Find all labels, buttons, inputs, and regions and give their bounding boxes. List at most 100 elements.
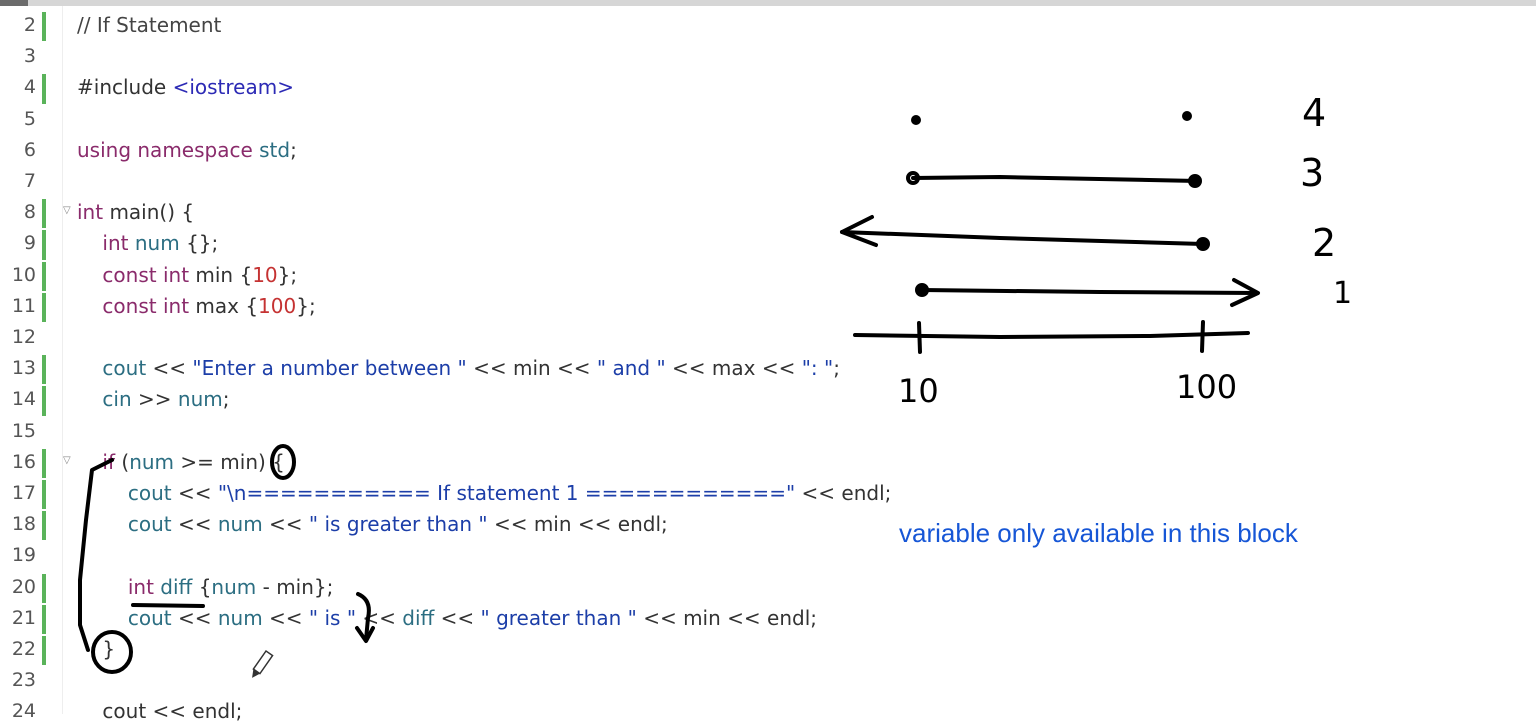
code-token: >= min) {	[174, 449, 285, 474]
row1-ray	[920, 288, 1258, 295]
line-number: 3	[23, 45, 36, 68]
row2-ray	[840, 230, 1205, 246]
code-token: max {	[195, 293, 259, 318]
window-top-bar	[0, 0, 1536, 6]
code-token: (	[121, 449, 130, 474]
code-token: <<	[262, 512, 309, 537]
row-label-1: 1	[1333, 276, 1352, 311]
change-marker	[42, 230, 46, 260]
code-token: #include	[77, 75, 173, 100]
fold-toggle-icon[interactable]: ▽	[63, 205, 71, 217]
line-number: 23	[11, 669, 36, 692]
change-marker	[42, 604, 46, 634]
change-marker	[42, 448, 46, 478]
code-token: num	[129, 449, 175, 474]
change-marker	[42, 480, 46, 510]
code-token: int	[77, 200, 110, 225]
pencil-cursor-icon	[252, 649, 274, 678]
code-line[interactable]: if (num >= min) {	[77, 447, 285, 478]
code-line[interactable]: cout << num << " is " << diff << " great…	[77, 603, 817, 634]
code-line[interactable]: cin >> num;	[77, 384, 229, 415]
line-number: 13	[11, 357, 36, 380]
code-token: ;	[222, 387, 230, 412]
line-number: 10	[11, 263, 36, 286]
number-line	[853, 331, 1250, 339]
code-token: {};	[186, 231, 219, 256]
tick-100	[1200, 320, 1205, 353]
code-line[interactable]: }	[77, 634, 115, 665]
scope-bracket	[78, 458, 114, 652]
change-marker	[42, 292, 46, 322]
code-line[interactable]: cout << "\n=========== If statement 1 ==…	[77, 478, 892, 509]
code-line[interactable]: const int min {10};	[77, 260, 297, 291]
code-token: <<	[262, 605, 309, 630]
code-token: cout	[77, 605, 178, 630]
code-token: << max <<	[665, 356, 802, 381]
code-token: << min << endl;	[487, 512, 668, 537]
code-token: <<	[434, 605, 481, 630]
tick-label-100: 100	[1176, 368, 1237, 406]
arrow-down-head	[355, 626, 375, 643]
change-marker	[42, 355, 46, 385]
code-token: const int	[77, 293, 196, 318]
code-token: << min <<	[466, 356, 597, 381]
line-number: 19	[11, 544, 36, 567]
code-line[interactable]: cout << num << " is greater than " << mi…	[77, 509, 668, 540]
code-line[interactable]: int num {};	[77, 228, 218, 259]
row4-dot-right	[1182, 111, 1192, 121]
code-token: num	[217, 605, 263, 630]
code-token: };	[277, 262, 298, 287]
tick-label-10: 10	[898, 372, 939, 410]
row1-arrowhead	[1230, 278, 1260, 307]
code-token: };	[296, 293, 316, 318]
code-token: main() {	[109, 200, 195, 225]
line-number: 11	[11, 294, 36, 317]
code-token: cout	[77, 356, 153, 381]
code-token: num	[217, 512, 263, 537]
code-line[interactable]: // If Statement	[77, 10, 221, 41]
row-label-4: 4	[1302, 91, 1326, 135]
code-token: cout	[77, 512, 178, 537]
circle-open-brace	[270, 444, 296, 480]
row4-dot-left	[911, 115, 921, 125]
code-token: " is greater than "	[308, 512, 488, 537]
code-token: cout	[77, 481, 178, 505]
line-number: 5	[23, 107, 36, 130]
line-number: 2	[23, 14, 36, 36]
code-token: <<	[177, 481, 218, 505]
code-token: <<	[177, 605, 218, 630]
code-token: - min};	[256, 574, 334, 599]
code-token: {	[198, 574, 212, 599]
code-token: ;	[290, 137, 297, 162]
diff-underline	[131, 603, 205, 608]
code-token: num	[177, 387, 223, 412]
code-token: " greater than "	[480, 605, 637, 630]
line-number: 17	[11, 482, 36, 504]
code-line[interactable]: cout << "Enter a number between " << min…	[77, 353, 840, 384]
code-token: "Enter a number between "	[192, 356, 467, 381]
code-token: << endl;	[795, 481, 892, 505]
code-token: int	[77, 574, 161, 599]
code-line[interactable]: const int max {100};	[77, 291, 316, 322]
window-top-bar-tab	[0, 0, 28, 6]
line-number: 20	[11, 575, 36, 598]
code-line[interactable]: using namespace std;	[77, 135, 297, 166]
code-token: <<	[152, 356, 193, 381]
code-line[interactable]: #include <iostream>	[77, 72, 294, 103]
line-number: 4	[23, 76, 36, 99]
line-number: 18	[11, 513, 36, 536]
code-token: <iostream>	[172, 75, 294, 100]
change-marker	[42, 573, 46, 603]
code-line[interactable]: int main() {	[77, 197, 194, 228]
change-marker	[42, 386, 46, 416]
code-token: " is "	[308, 605, 357, 630]
fold-toggle-icon[interactable]: ▽	[63, 454, 71, 466]
line-number: 7	[23, 170, 36, 192]
change-marker	[42, 636, 46, 666]
tick-10	[917, 321, 922, 354]
code-line[interactable]: int diff {num - min};	[77, 572, 334, 603]
code-token: num	[134, 231, 187, 256]
code-token: std	[259, 137, 291, 162]
change-marker	[42, 261, 46, 291]
